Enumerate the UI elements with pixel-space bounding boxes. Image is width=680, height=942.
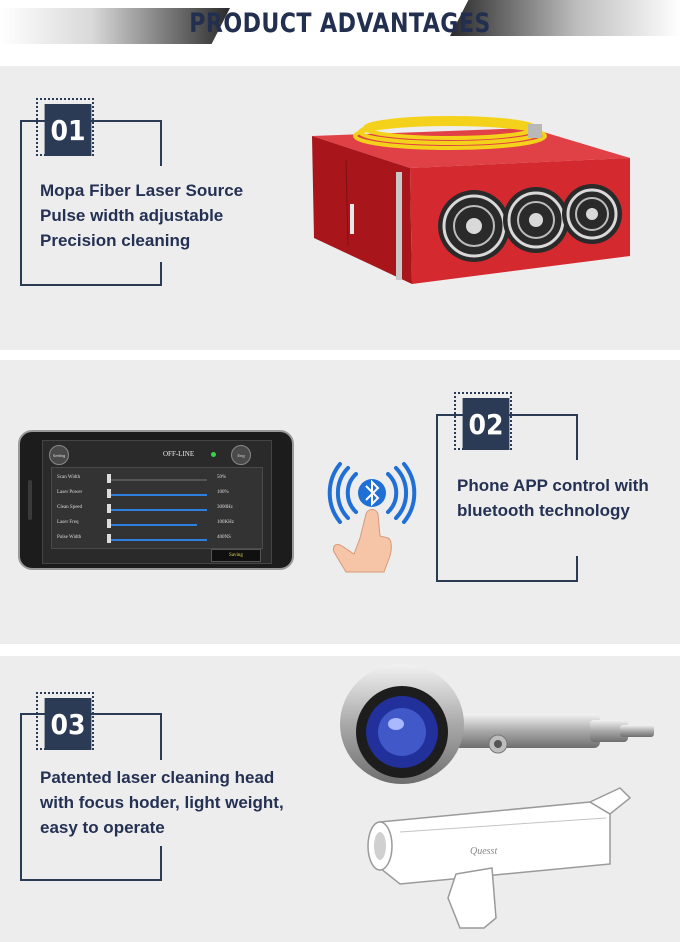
row-label: Scan Width: [57, 475, 81, 480]
feature-line: bluetooth technology: [457, 501, 630, 520]
app-row: Laser Power 100%: [57, 488, 257, 500]
head-brand-label: Quesst: [470, 846, 497, 857]
feature-line: Precision cleaning: [40, 231, 191, 250]
row-value: 3000Hz: [217, 505, 233, 510]
feature-line: Patented laser cleaning head: [40, 768, 275, 787]
feature-text: Phone APP control with bluetooth technol…: [457, 473, 649, 523]
feature-text: Mopa Fiber Laser Source Pulse width adju…: [40, 178, 243, 253]
row-slider-track[interactable]: [107, 524, 197, 526]
app-screen: Setting OFF-LINE Eng Scan Width 50% Lase…: [42, 440, 272, 564]
phone-side-button: [28, 480, 32, 520]
section-number: 02: [462, 398, 510, 450]
section-number: 03: [44, 698, 92, 750]
status-led: [211, 452, 216, 457]
row-label: Laser Power: [57, 490, 83, 495]
advantage-section-3: 03 Patented laser cleaning head with foc…: [0, 656, 680, 942]
app-setting-button[interactable]: Setting: [49, 445, 69, 465]
cleaning-head-image: Quesst: [340, 664, 654, 929]
app-row: Clean Speed 3000Hz: [57, 503, 257, 515]
row-slider-thumb[interactable]: [107, 534, 111, 543]
app-lang-button[interactable]: Eng: [231, 445, 251, 465]
row-label: Pulse Width: [57, 535, 82, 540]
bluetooth-icon: [327, 462, 417, 573]
feature-line: easy to operate: [40, 818, 165, 837]
row-slider-track[interactable]: [107, 539, 207, 541]
row-slider-thumb[interactable]: [107, 504, 111, 513]
header-left-stripe: [0, 8, 230, 44]
row-slider-track[interactable]: [107, 479, 207, 481]
row-slider-thumb[interactable]: [107, 519, 111, 528]
row-label: Clean Speed: [57, 505, 83, 510]
row-slider-thumb[interactable]: [107, 474, 111, 483]
advantage-section-2: 02 Phone APP control with bluetooth tech…: [0, 360, 680, 644]
row-value: 50%: [217, 475, 227, 480]
app-save-button[interactable]: Saving: [211, 549, 261, 562]
phone-image: Setting OFF-LINE Eng Scan Width 50% Lase…: [18, 430, 294, 570]
page-title: PRODUCT ADVANTAGES: [189, 8, 491, 39]
row-value: 100KHz: [217, 520, 234, 525]
page-header: PRODUCT ADVANTAGES: [0, 0, 680, 52]
section-number: 01: [44, 104, 92, 156]
app-row: Scan Width 50%: [57, 473, 257, 485]
app-row: Pulse Width 400NS: [57, 533, 257, 545]
row-slider-thumb[interactable]: [107, 489, 111, 498]
feature-line: Mopa Fiber Laser Source: [40, 181, 244, 200]
feature-line: Pulse width adjustable: [40, 206, 224, 225]
row-slider-track[interactable]: [107, 509, 207, 511]
row-value: 400NS: [217, 535, 231, 540]
laser-source-image: [312, 116, 630, 284]
row-value: 100%: [217, 490, 229, 495]
feature-line: with focus hoder, light weight,: [40, 793, 284, 812]
feature-line: Phone APP control with: [457, 476, 649, 495]
advantage-section-1: 01 Mopa Fiber Laser Source Pulse width a…: [0, 66, 680, 350]
header-right-stripe: [450, 0, 680, 36]
feature-text: Patented laser cleaning head with focus …: [40, 765, 284, 840]
app-status-text: OFF-LINE: [163, 450, 195, 458]
app-row: Laser Freq 100KHz: [57, 518, 257, 530]
row-label: Laser Freq: [57, 520, 79, 525]
row-slider-track[interactable]: [107, 494, 207, 496]
